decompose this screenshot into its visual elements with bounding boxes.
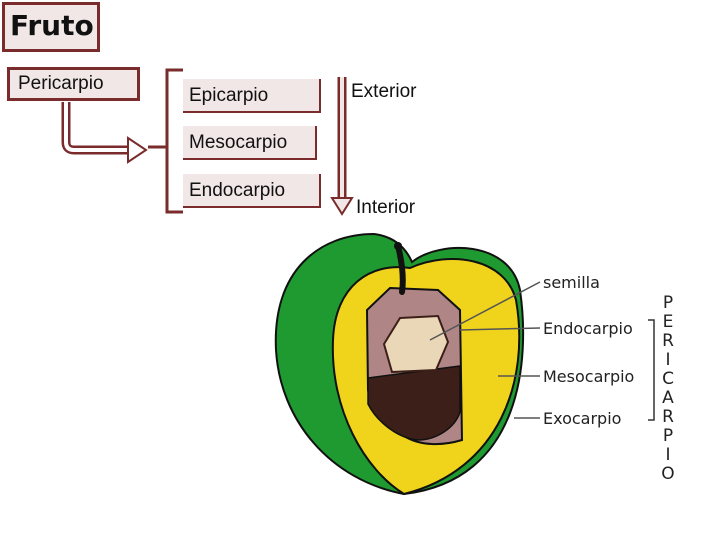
cavity <box>367 365 461 441</box>
label-endocarp: Endocarpio <box>543 319 633 338</box>
label-exocarp: Exocarpio <box>543 409 621 428</box>
pericarp-side-bracket <box>648 319 655 421</box>
label-exterior: Exterior <box>351 81 417 102</box>
pericarp-box: Pericarpio <box>7 67 140 101</box>
stem <box>395 243 406 295</box>
vertical-letter: P <box>663 293 673 313</box>
layer-epicarp: Epicarpio <box>183 79 321 113</box>
page-title: Fruto <box>2 2 100 52</box>
bent-arrow <box>61 102 132 155</box>
pointer-seed <box>429 281 541 341</box>
vertical-letter: I <box>665 445 670 465</box>
vertical-letter: R <box>662 331 674 351</box>
bent-arrow-head <box>127 136 148 164</box>
layers-bracket <box>148 68 183 214</box>
vertical-letter: O <box>661 464 674 484</box>
vertical-letter: I <box>665 350 670 370</box>
label-seed: semilla <box>543 273 600 292</box>
vertical-letter: R <box>662 407 674 427</box>
direction-arrow-head <box>330 197 354 216</box>
label-interior: Interior <box>356 197 416 218</box>
label-mesocarp: Mesocarpio <box>543 367 634 386</box>
layer-endocarp: Endocarpio <box>183 174 321 208</box>
seed <box>382 314 450 374</box>
vertical-letter: P <box>663 426 673 446</box>
vertical-pericarpio: P E R I C A R P I O <box>661 293 674 484</box>
fruit-illustration <box>274 232 525 496</box>
vertical-letter: C <box>662 369 674 389</box>
layer-mesocarp: Mesocarpio <box>183 126 317 160</box>
vertical-letter: A <box>662 388 674 408</box>
vertical-letter: E <box>663 312 674 332</box>
pointer-endocarp <box>459 327 541 331</box>
